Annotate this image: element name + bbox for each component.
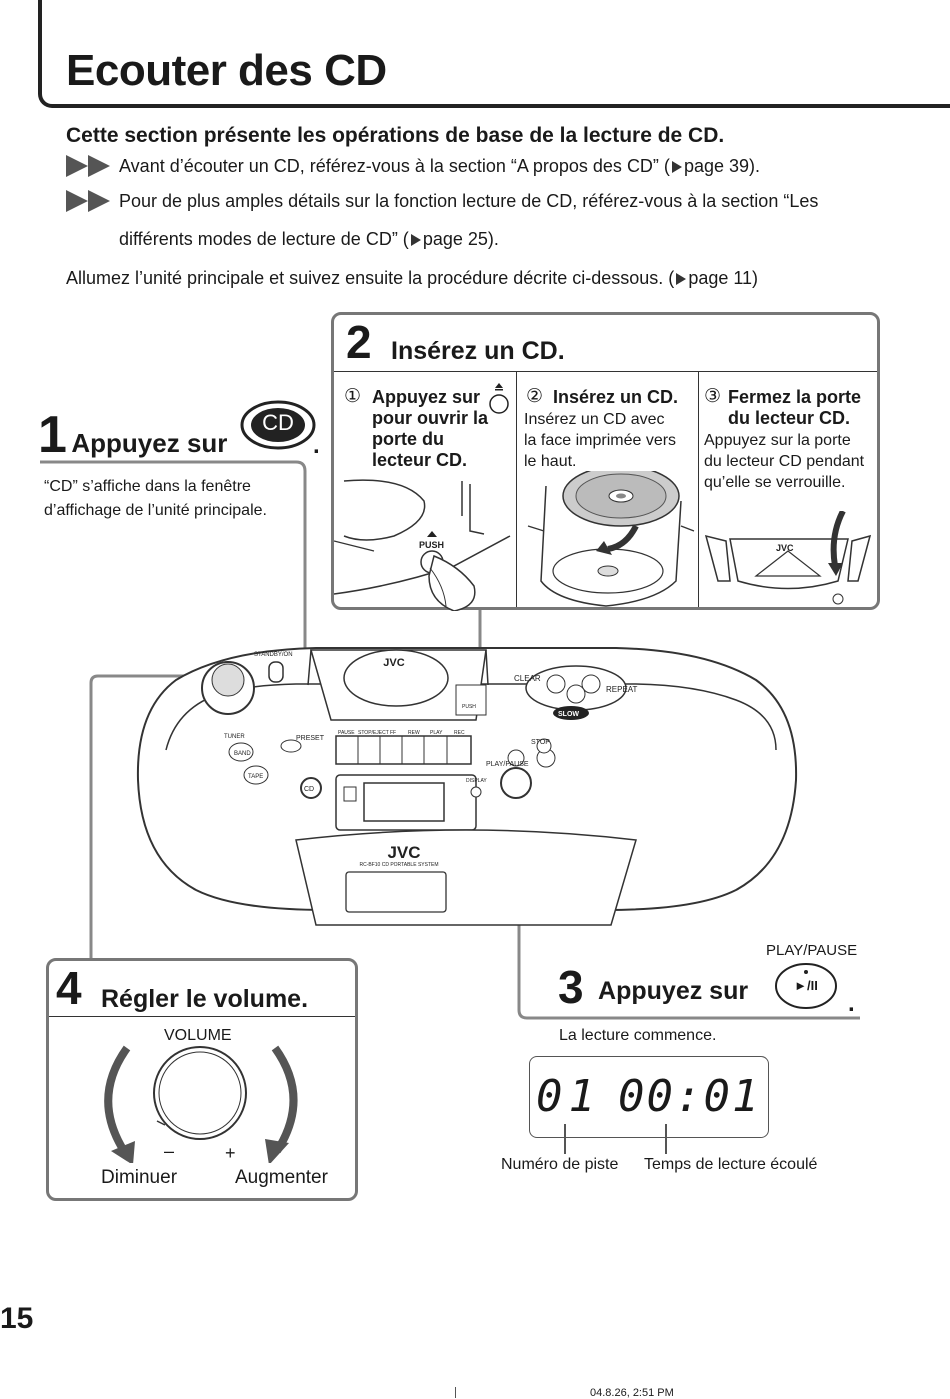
title-frame: [38, 0, 950, 108]
svg-text:STANDBY/ON: STANDBY/ON: [254, 652, 293, 658]
elapsed-time-label: Temps de lecture écoulé: [644, 1156, 818, 1173]
step3-heading: 3 Appuyez sur: [558, 961, 749, 1013]
svg-text:STOP/EJECT: STOP/EJECT: [358, 730, 389, 736]
decrease-label: Diminuer: [101, 1167, 178, 1188]
lcd-pointer-lines: [564, 1124, 667, 1154]
svg-text:FF: FF: [390, 730, 396, 736]
page-ref-arrow-icon: [410, 234, 421, 247]
svg-text:BAND: BAND: [234, 751, 251, 757]
step4-box: 4 Régler le volume. VOLUME – + Diminuer …: [46, 958, 358, 1201]
svg-text:PLAY/PAUSE: PLAY/PAUSE: [486, 761, 529, 768]
section-lead: Cette section présente les opérations de…: [66, 124, 725, 147]
volume-label: VOLUME: [164, 1027, 232, 1044]
note-play-modes-2: différents modes de lecture de CD” (page…: [119, 229, 499, 249]
track-number-label: Numéro de piste: [501, 1156, 619, 1173]
increase-label: Augmenter: [235, 1167, 328, 1188]
step2-header: 2 Insérez un CD.: [334, 315, 877, 372]
svg-text:PUSH: PUSH: [462, 704, 476, 710]
step2-sub2: ② Insérez un CD. Insérez un CD avec la f…: [516, 371, 699, 607]
push-button-icon: [489, 383, 509, 414]
footer-date: 04.8.26, 2:51 PM: [590, 1387, 674, 1399]
double-arrow-icon: [66, 190, 114, 212]
page-ref-arrow-icon: [671, 161, 682, 174]
page-number: 15: [0, 1302, 34, 1335]
svg-text:REPEAT: REPEAT: [606, 685, 638, 694]
step4-header: 4 Régler le volume.: [49, 961, 355, 1017]
volume-knob-illustration: [104, 1045, 298, 1163]
crop-mark: [455, 1387, 456, 1398]
svg-text:JVC: JVC: [387, 843, 420, 862]
svg-text:SLOW: SLOW: [558, 711, 579, 718]
double-arrow-icon: [66, 155, 114, 177]
lcd-display: 01 00:01: [529, 1056, 769, 1138]
svg-text:REW: REW: [408, 730, 420, 736]
step2-box: 2 Insérez un CD. ① Appuyez sur pour ouvr…: [331, 312, 880, 611]
svg-text:RC-BF10 CD PORTABLE SYSTEM: RC-BF10 CD PORTABLE SYSTEM: [360, 862, 439, 868]
svg-text:PLAY: PLAY: [430, 730, 443, 736]
intro-text: Allumez l’unité principale et suivez ens…: [66, 268, 759, 288]
svg-text:CLEAR: CLEAR: [514, 674, 541, 683]
svg-text:REC: REC: [454, 730, 465, 736]
svg-text:JVC: JVC: [383, 657, 404, 669]
svg-text:JVC: JVC: [776, 543, 794, 553]
insert-cd-illustration: [527, 471, 695, 607]
svg-text:CD: CD: [304, 786, 314, 793]
note-play-modes-1: Pour de plus amples détails sur la fonct…: [119, 191, 819, 211]
svg-text:PRESET: PRESET: [296, 735, 325, 742]
svg-text:STOP: STOP: [531, 739, 550, 746]
push-illustration: PUSH: [334, 479, 511, 611]
svg-text:DISPLAY: DISPLAY: [466, 778, 487, 784]
step1-text: “CD” s’affiche dans la fenêtre d’afficha…: [44, 478, 267, 519]
step2-sub3: ③ Fermez la porte du lecteur CD. Appuyez…: [698, 371, 880, 607]
step3-text: La lecture commence.: [559, 1027, 717, 1044]
cd-button-icon: CD: [240, 400, 316, 450]
play-pause-label: PLAY/PAUSE: [766, 942, 858, 959]
close-door-illustration: JVC: [704, 511, 872, 605]
boombox-illustration: JVC JVC RC-BF10 CD PORTABLE SYSTEM STAND…: [136, 640, 798, 940]
svg-text:TAPE: TAPE: [248, 774, 263, 780]
play-pause-button-icon: ►/II: [774, 962, 838, 1010]
note-about-cd: Avant d’écouter un CD, référez-vous à la…: [119, 156, 760, 176]
step2-sub1: ① Appuyez sur pour ouvrir la porte du le…: [334, 371, 517, 611]
svg-text:PUSH: PUSH: [419, 540, 444, 550]
svg-text:TUNER: TUNER: [224, 734, 245, 740]
page-ref-arrow-icon: [676, 273, 687, 286]
svg-text:PAUSE: PAUSE: [338, 730, 355, 736]
page-title: Ecouter des CD: [66, 46, 387, 95]
step1-heading: 1 Appuyez sur: [38, 406, 228, 464]
